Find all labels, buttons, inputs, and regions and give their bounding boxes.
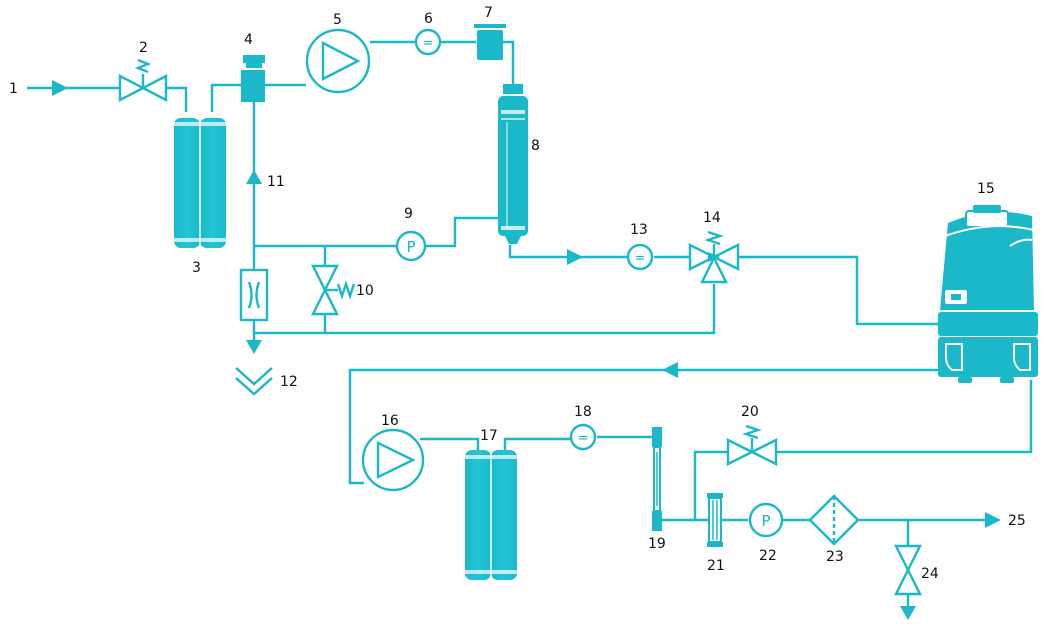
label-16: 16: [381, 413, 399, 429]
label-15: 15: [977, 181, 995, 197]
permeate-flow-arrow-icon: [567, 249, 583, 265]
conductivity-cell-icon: =: [414, 28, 442, 56]
pipe-network: [27, 40, 1033, 606]
label-17: 17: [480, 428, 498, 444]
inlet-arrow-icon: [52, 80, 68, 96]
pressure-regulator-valve-icon: [118, 58, 168, 102]
pressure-regulator-valve-icon: [726, 424, 778, 466]
return-flow-arrow-icon: [662, 362, 678, 378]
pressure-gauge-icon: P: [395, 230, 427, 262]
reverse-osmosis-module-icon: [498, 84, 528, 244]
label-2: 2: [139, 40, 148, 56]
pump-icon: [361, 428, 425, 492]
uv-lamp-icon: [652, 427, 662, 531]
label-8: 8: [531, 138, 540, 154]
label-19: 19: [648, 536, 666, 552]
label-25: 25: [1008, 513, 1026, 529]
outlet-arrow-icon: [985, 512, 1001, 528]
svg-text:=: =: [578, 431, 589, 446]
conductivity-cell-icon: =: [569, 423, 597, 451]
svg-text:P: P: [761, 512, 770, 530]
three-way-valve-icon: [688, 230, 740, 284]
label-24: 24: [921, 566, 939, 582]
flow-restrictor-icon: [239, 268, 269, 322]
label-5: 5: [333, 12, 342, 28]
label-23: 23: [826, 549, 844, 565]
label-12: 12: [280, 374, 298, 390]
label-11: 11: [267, 174, 285, 190]
svg-text:P: P: [406, 238, 415, 256]
svg-text:=: =: [423, 36, 434, 51]
final-filter-icon: [808, 494, 860, 546]
polishing-cartridge-icon: [465, 450, 517, 580]
label-21: 21: [707, 558, 725, 574]
label-9: 9: [404, 206, 413, 222]
pressure-gauge-icon: P: [748, 502, 784, 538]
storage-reservoir-icon: [938, 205, 1038, 383]
small-housing-icon: [474, 24, 506, 60]
flow-direction-arrow-icon: [246, 170, 262, 184]
pressure-relief-valve-icon: [311, 264, 356, 316]
outlet-valve-icon: [894, 544, 922, 620]
solenoid-valve-icon: [241, 55, 265, 102]
label-18: 18: [574, 404, 592, 420]
filter-module-icon: [707, 493, 723, 547]
label-7: 7: [484, 5, 493, 21]
component-labels: 1 2 3 4 5 6 7 8 9 10 11 12 13 14 15 16 1…: [9, 5, 1026, 582]
svg-text:=: =: [635, 251, 646, 266]
label-20: 20: [741, 404, 759, 420]
label-10: 10: [356, 283, 374, 299]
pump-icon: [305, 28, 371, 94]
conductivity-cell-icon: =: [626, 243, 654, 271]
label-4: 4: [244, 32, 253, 48]
label-6: 6: [424, 11, 433, 27]
label-22: 22: [759, 548, 777, 564]
label-13: 13: [630, 222, 648, 238]
label-3: 3: [192, 260, 201, 276]
drain-icon: [235, 340, 273, 396]
label-14: 14: [703, 210, 721, 226]
label-1: 1: [9, 81, 18, 97]
pretreatment-cartridge-icon: [174, 118, 226, 248]
